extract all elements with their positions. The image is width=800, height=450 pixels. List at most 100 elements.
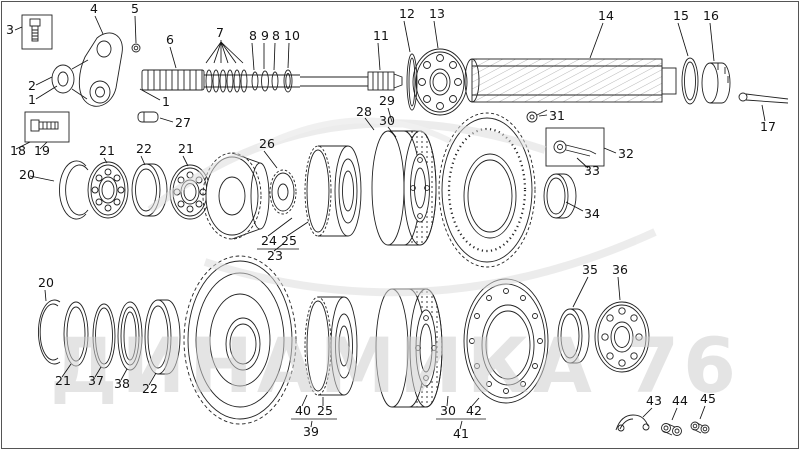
washer-part15 (681, 57, 699, 105)
leader-line-30 (446, 395, 449, 407)
ring-part21-lower (63, 301, 89, 367)
callout-label-20: 20 (38, 275, 54, 290)
ring-part38 (117, 301, 143, 371)
splined-hub-gear (202, 152, 270, 240)
ring-part12 (406, 53, 418, 111)
leader-line-45 (699, 405, 706, 420)
leader-line-1 (35, 85, 58, 100)
callout-label-8: 8 (249, 28, 257, 43)
clip-part31 (526, 109, 548, 123)
leader-line-22 (140, 155, 146, 166)
callout-label-21: 21 (55, 373, 71, 388)
callout-label-4: 4 (90, 1, 98, 16)
leader-line (213, 41, 222, 64)
leader-line-43 (642, 407, 653, 418)
watermark-swoosh (147, 119, 547, 214)
perforated-drum-part29-30 (371, 130, 437, 246)
leader-line-29 (387, 107, 393, 123)
leader-line-16 (709, 22, 715, 62)
callout-label-35: 35 (582, 262, 598, 277)
bracket-part43 (615, 414, 650, 432)
bushing-part27 (137, 111, 159, 123)
link-part45 (690, 421, 710, 434)
callout-label-37: 37 (88, 373, 104, 388)
callout-label-16: 16 (703, 8, 719, 23)
leader-line-30 (387, 126, 397, 138)
callout-label-39: 39 (303, 424, 319, 439)
leader-line-21 (61, 363, 72, 378)
leader-line-26 (263, 150, 278, 169)
large-ring-gear-upper (438, 112, 536, 268)
callout-label-30: 30 (440, 403, 456, 418)
callout-label-22: 22 (142, 381, 158, 396)
leader-line-15 (677, 22, 689, 57)
leader-line-4 (94, 15, 104, 35)
callout-label-38: 38 (114, 376, 130, 391)
leader-line-34 (565, 201, 584, 212)
callout-label-25: 25 (317, 403, 333, 418)
callout-label-27: 27 (175, 115, 191, 130)
leader-line-14 (589, 22, 604, 59)
plate-box-part32-33 (545, 127, 605, 167)
leader-line-11 (377, 42, 381, 71)
link-part44 (661, 423, 682, 436)
watermark: ДИНАМИКА 76 (50, 117, 740, 410)
callout-label-11: 11 (373, 28, 389, 43)
large-gear-part39 (183, 255, 297, 425)
castle-nut-part16 (701, 62, 731, 104)
callout-label-33: 33 (584, 163, 600, 178)
callout-label-8: 8 (272, 28, 280, 43)
leader-line-6 (169, 46, 177, 69)
leader-line-13 (433, 20, 439, 49)
callout-label-6: 6 (166, 32, 174, 47)
callout-label-14: 14 (598, 8, 614, 23)
shift-fork-part4 (51, 32, 141, 107)
leader-line-17 (761, 104, 766, 122)
callout-label-40: 40 (295, 403, 311, 418)
input-shaft-assembly (21, 14, 789, 167)
leader-line-12 (403, 20, 411, 53)
callout-label-3: 3 (6, 22, 14, 37)
leader-line-38 (120, 368, 128, 381)
leader-line-18 (15, 141, 31, 150)
leader-line-8 (251, 42, 255, 71)
callout-label-22: 22 (136, 141, 152, 156)
leader-line-1 (139, 88, 161, 101)
leader-line-25 (286, 221, 309, 237)
callout-label-13: 13 (429, 6, 445, 21)
bearing-part36 (594, 301, 650, 373)
watermark-text: ДИНАМИКА 76 (50, 321, 740, 410)
callout-label-24: 24 (261, 233, 277, 248)
leader-line-23 (273, 243, 284, 252)
callout-label-21: 21 (178, 141, 194, 156)
leader-line-37 (94, 366, 102, 378)
snap-ring-part20-upper (59, 160, 89, 220)
leader-line-27 (159, 117, 174, 123)
ring-part35 (557, 308, 590, 364)
callout-label-7: 7 (216, 25, 224, 40)
bolt-box-part3 (21, 14, 53, 50)
main-shaft-part14 (464, 58, 677, 103)
callout-label-26: 26 (259, 136, 275, 151)
callout-label-20: 20 (19, 167, 35, 182)
leader-line (220, 41, 244, 64)
callout-label-21: 21 (99, 143, 115, 158)
leader-line-24 (267, 217, 293, 237)
callout-label-42: 42 (466, 403, 482, 418)
perforated-drum-part41 (375, 288, 443, 408)
leader-line-44 (671, 407, 678, 421)
leader-line-2 (35, 76, 53, 86)
snap-ring-part20-lower (38, 299, 61, 365)
leader-line-41 (459, 420, 463, 430)
callout-label-31: 31 (549, 108, 565, 123)
callout-label-23: 23 (267, 248, 283, 263)
leader-line-8 (273, 42, 276, 71)
leader-line-35 (572, 276, 589, 308)
callout-label-41: 41 (453, 426, 469, 441)
ring-part37 (92, 303, 116, 369)
leader-line-39 (310, 420, 313, 428)
